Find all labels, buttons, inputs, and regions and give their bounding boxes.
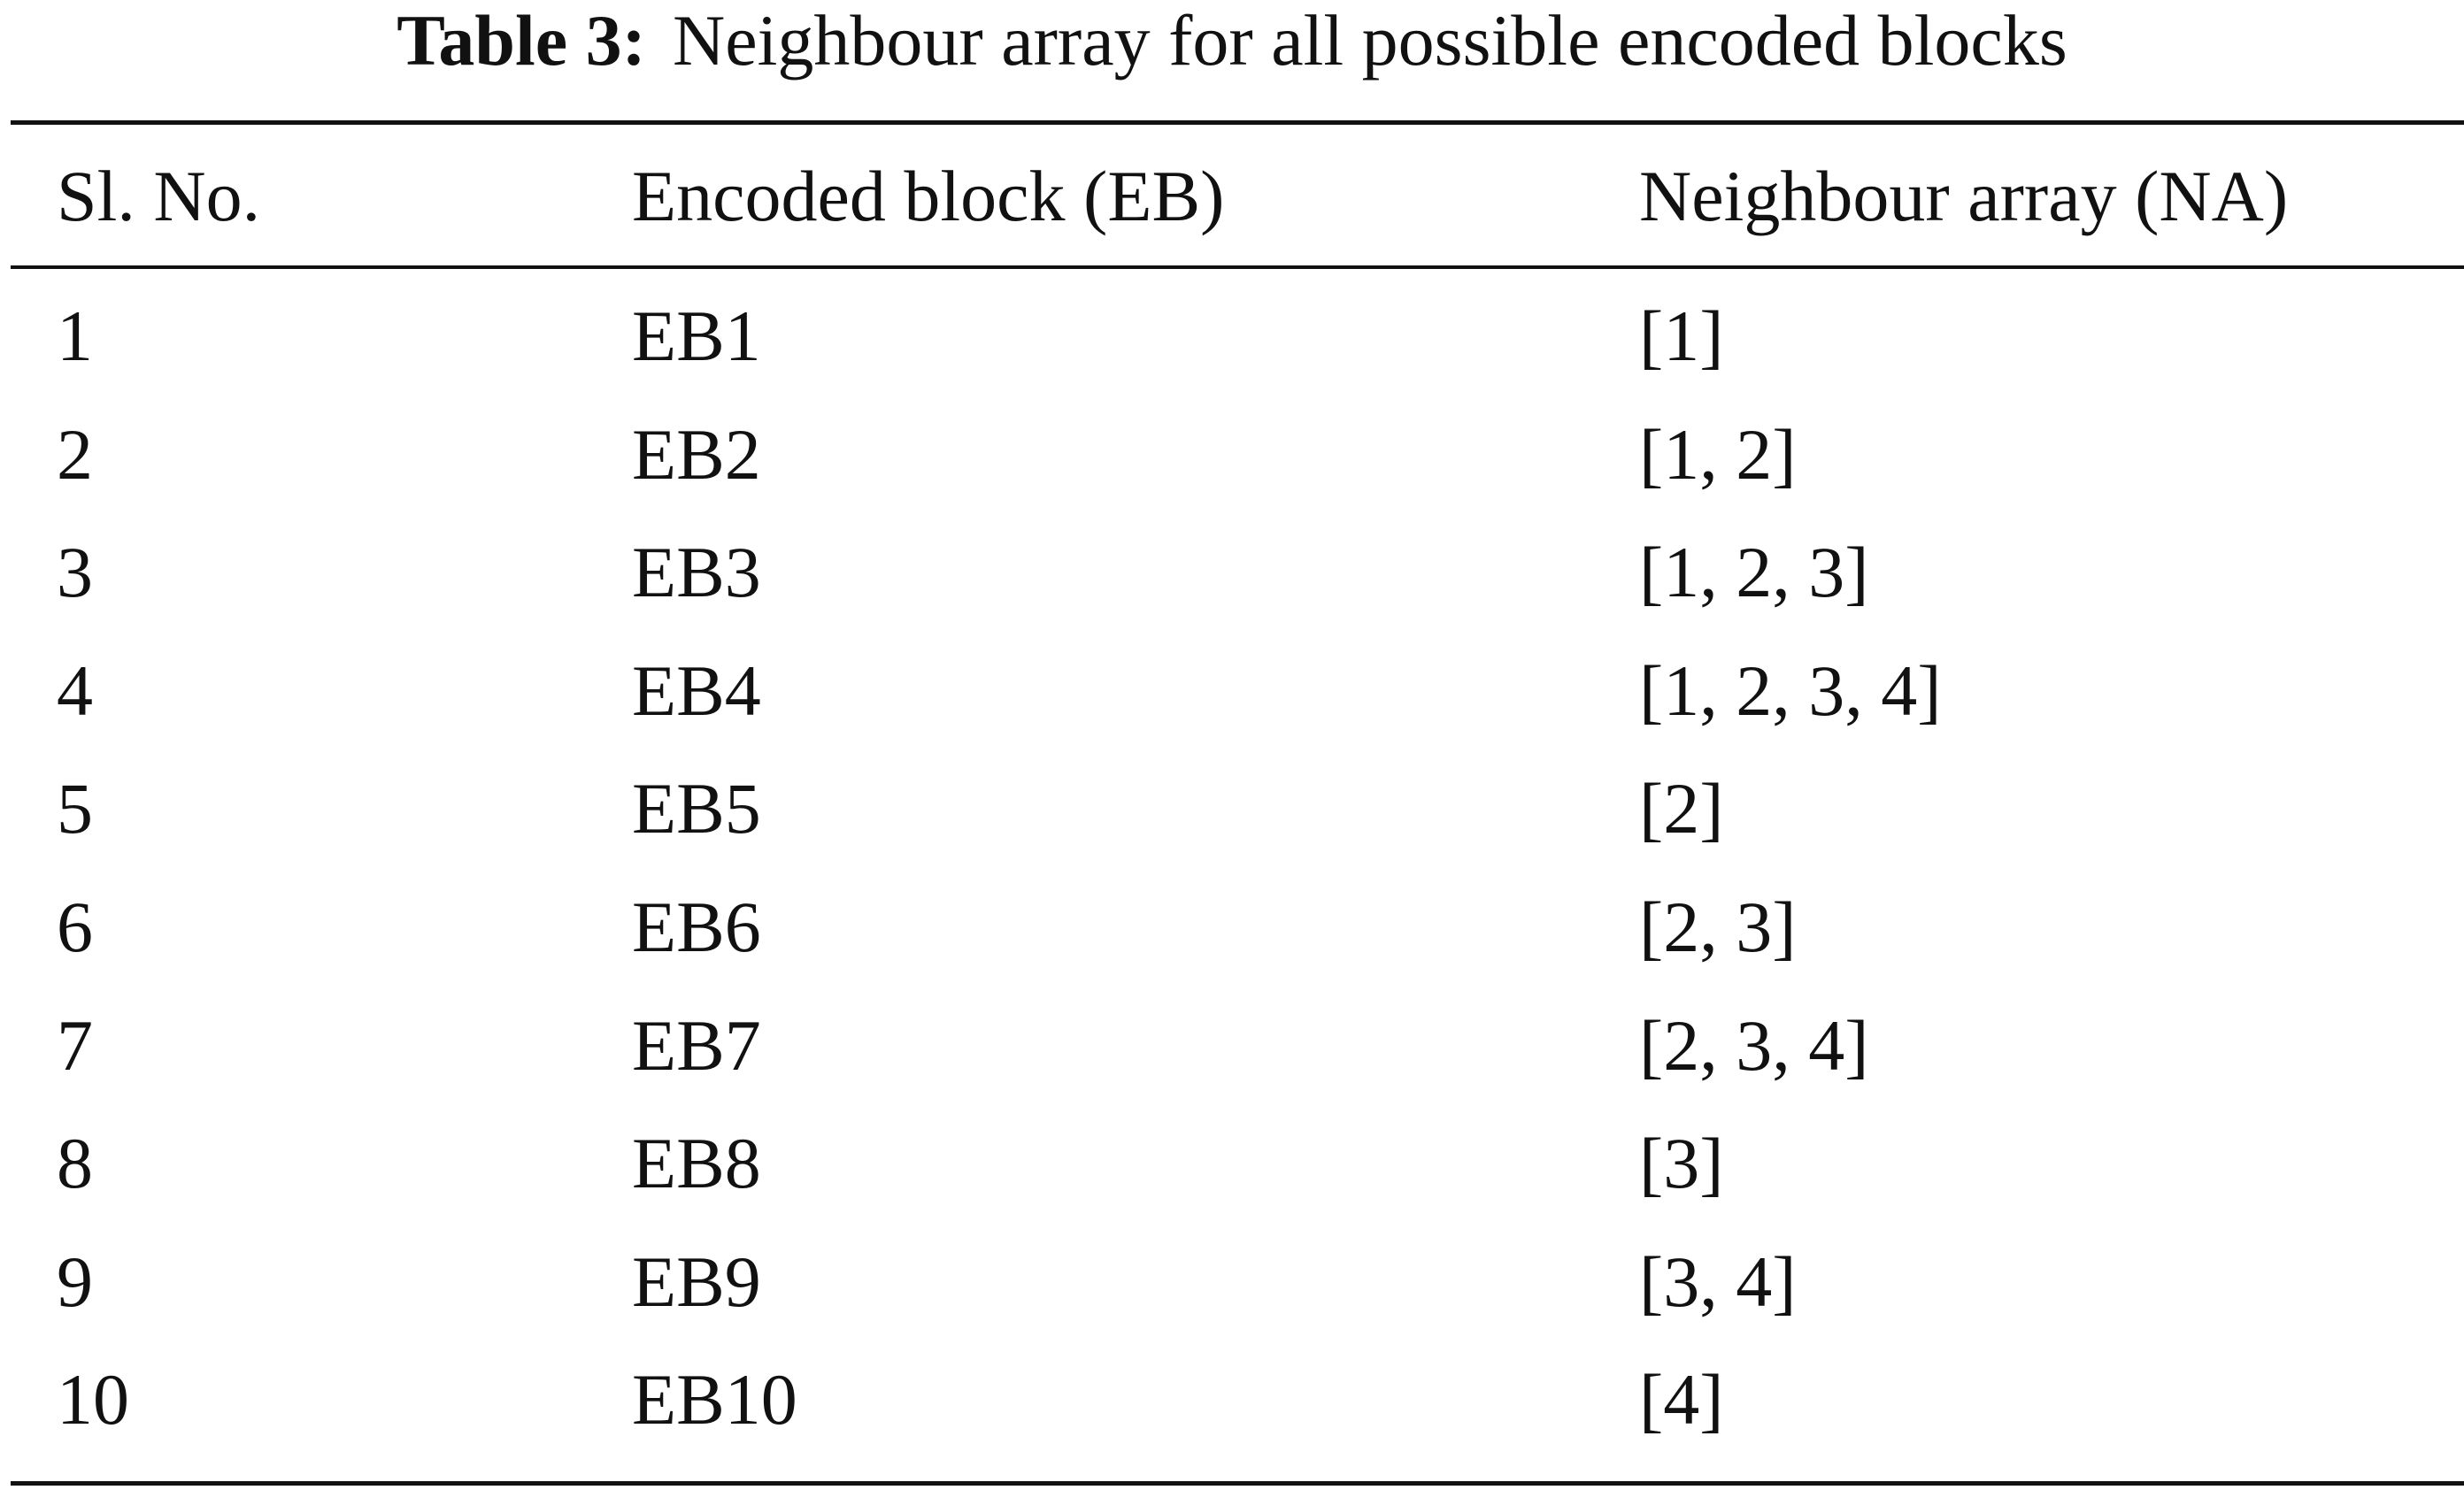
- table-header-rule: [11, 265, 2464, 269]
- table-top-rule: [11, 120, 2464, 125]
- cell-sl-no: 7: [57, 1004, 93, 1086]
- cell-neighbour-array: [3]: [1639, 1123, 1724, 1204]
- column-header-sl-no: Sl. No.: [57, 156, 261, 236]
- table-row: 8 EB8 [3]: [0, 1119, 2464, 1238]
- cell-sl-no: 4: [57, 649, 93, 731]
- cell-encoded-block: EB7: [632, 1004, 761, 1086]
- cell-neighbour-array: [1]: [1639, 296, 1724, 376]
- column-header-encoded-block: Encoded block (EB): [632, 156, 1225, 236]
- table-row: 7 EB7 [2, 3, 4]: [0, 1002, 2464, 1120]
- table-row: 9 EB9 [3, 4]: [0, 1238, 2464, 1356]
- table-caption-text: Neighbour array for all possible encoded…: [673, 0, 2067, 81]
- cell-encoded-block: EB5: [632, 768, 761, 849]
- cell-sl-no: 1: [57, 296, 93, 376]
- cell-neighbour-array: [1, 2, 3]: [1639, 532, 1869, 613]
- table-row: 5 EB5 [2]: [0, 764, 2464, 883]
- cell-encoded-block: EB10: [632, 1359, 797, 1440]
- cell-encoded-block: EB9: [632, 1240, 761, 1322]
- cell-neighbour-array: [2]: [1639, 768, 1724, 849]
- cell-encoded-block: EB4: [632, 649, 761, 731]
- table-row: 1 EB1 [1]: [0, 292, 2464, 411]
- cell-neighbour-array: [3, 4]: [1639, 1240, 1797, 1322]
- cell-encoded-block: EB6: [632, 886, 761, 967]
- cell-neighbour-array: [2, 3]: [1639, 886, 1797, 967]
- table-bottom-rule: [11, 1481, 2464, 1486]
- table-row: 4 EB4 [1, 2, 3, 4]: [0, 647, 2464, 765]
- table-caption-label: Table 3:: [397, 0, 646, 81]
- cell-neighbour-array: [2, 3, 4]: [1639, 1004, 1869, 1086]
- table-row: 2 EB2 [1, 2]: [0, 411, 2464, 529]
- cell-sl-no: 8: [57, 1123, 93, 1204]
- cell-sl-no: 2: [57, 413, 93, 495]
- cell-sl-no: 3: [57, 532, 93, 613]
- cell-encoded-block: EB8: [632, 1123, 761, 1204]
- cell-encoded-block: EB1: [632, 296, 761, 376]
- cell-neighbour-array: [4]: [1639, 1359, 1724, 1440]
- table-row: 10 EB10 [4]: [0, 1356, 2464, 1474]
- cell-encoded-block: EB2: [632, 413, 761, 495]
- table-header-row: Sl. No. Encoded block (EB) Neighbour arr…: [0, 152, 2464, 241]
- cell-encoded-block: EB3: [632, 532, 761, 613]
- cell-sl-no: 6: [57, 886, 93, 967]
- column-header-neighbour-array: Neighbour array (NA): [1639, 156, 2289, 236]
- cell-neighbour-array: [1, 2]: [1639, 413, 1797, 495]
- cell-neighbour-array: [1, 2, 3, 4]: [1639, 649, 1942, 731]
- cell-sl-no: 5: [57, 768, 93, 849]
- table-body: 1 EB1 [1] 2 EB2 [1, 2] 3 EB3 [1, 2, 3] 4…: [0, 292, 2464, 1474]
- table-caption: Table 3: Neighbour array for all possible…: [0, 0, 2464, 81]
- cell-sl-no: 9: [57, 1240, 93, 1322]
- table-row: 3 EB3 [1, 2, 3]: [0, 528, 2464, 647]
- cell-sl-no: 10: [57, 1359, 129, 1440]
- table-row: 6 EB6 [2, 3]: [0, 883, 2464, 1002]
